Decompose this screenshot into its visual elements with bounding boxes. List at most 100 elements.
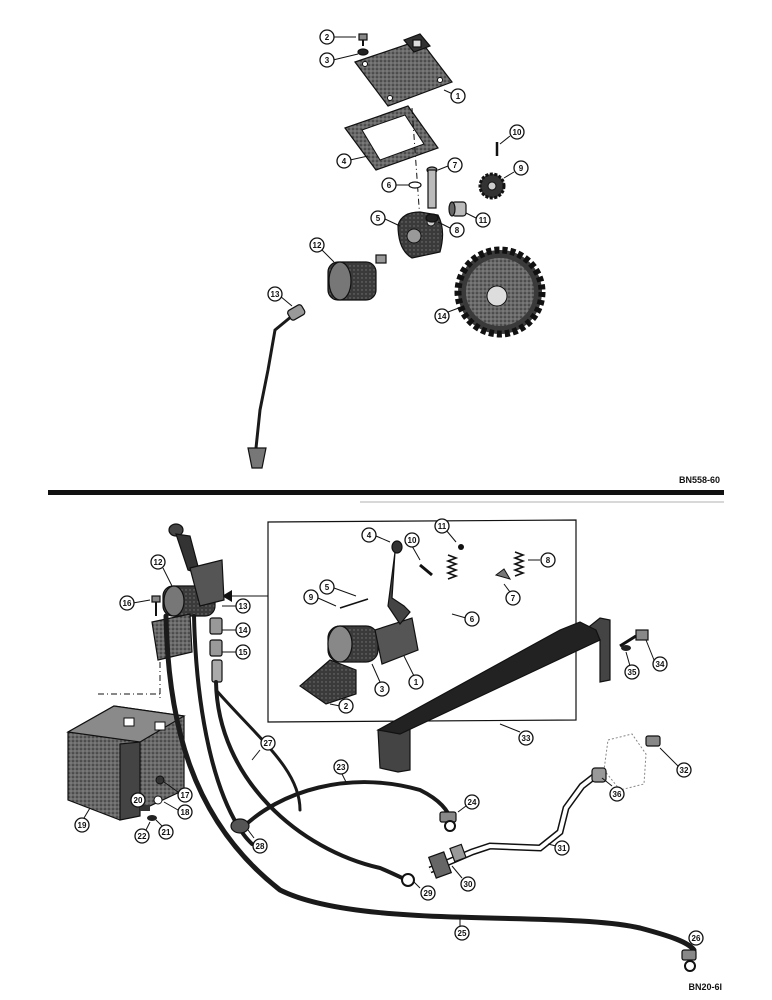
- svg-text:5: 5: [376, 214, 381, 223]
- mounting-bracket-part: [66, 705, 186, 821]
- inset-pin-part: [339, 544, 512, 609]
- inset-lever-part: [387, 540, 411, 626]
- inset-bracket-part: [299, 659, 357, 705]
- callout-u5: 5: [370, 210, 401, 227]
- seal-part: [425, 213, 439, 223]
- callout-l17: 17: [163, 781, 193, 803]
- section-divider: [48, 490, 724, 495]
- callout-u1: 1: [443, 88, 466, 104]
- hose-clamp-part: [230, 818, 250, 834]
- svg-text:35: 35: [628, 668, 637, 677]
- valve-bolt-part: [151, 595, 161, 616]
- svg-text:11: 11: [479, 216, 488, 225]
- svg-text:16: 16: [123, 599, 132, 608]
- callout-l27: 27: [251, 735, 276, 761]
- callout-l21: 21: [155, 819, 174, 840]
- callout-l25: 25: [454, 918, 470, 941]
- svg-text:28: 28: [256, 842, 265, 851]
- callout-l6: 6: [451, 611, 480, 627]
- callout-l1: 1: [403, 655, 424, 690]
- callout-l14: 14: [222, 622, 251, 638]
- callout-l10: 10: [404, 532, 421, 561]
- bushing-part: [448, 201, 467, 217]
- svg-text:9: 9: [519, 164, 524, 173]
- lower-diagram-code: BN20-6I: [688, 982, 722, 992]
- svg-text:20: 20: [134, 796, 143, 805]
- callout-l7: 7: [503, 583, 521, 606]
- svg-text:3: 3: [325, 56, 330, 65]
- callout-u12: 12: [309, 237, 335, 263]
- callout-l35: 35: [624, 651, 640, 680]
- callout-l5: 5: [319, 579, 357, 597]
- callout-u11: 11: [465, 212, 491, 228]
- svg-text:31: 31: [558, 844, 567, 853]
- filter-housing-outline: [591, 733, 661, 791]
- svg-text:23: 23: [337, 763, 346, 772]
- callout-l20: 20: [130, 792, 146, 808]
- callout-l23: 23: [333, 759, 349, 783]
- inset-valve-body-part: [327, 617, 419, 665]
- svg-text:17: 17: [181, 791, 190, 800]
- svg-text:34: 34: [656, 660, 665, 669]
- lower-exploded-diagram: 1 2 3 4 5 6 7 8 9 10 11 12 13 14 15 16 1…: [66, 518, 722, 992]
- callout-l16: 16: [119, 595, 151, 611]
- svg-text:4: 4: [342, 157, 347, 166]
- callout-l36: 36: [601, 777, 625, 802]
- hydraulic-hoses: [163, 613, 697, 953]
- callout-l18: 18: [163, 801, 193, 820]
- callout-u14: 14: [434, 305, 465, 324]
- callout-u4: 4: [336, 153, 369, 169]
- callout-l33: 33: [499, 723, 534, 746]
- oil-tube-part: [247, 304, 306, 469]
- svg-text:1: 1: [456, 92, 461, 101]
- callout-l2: 2: [329, 698, 354, 714]
- callout-l30: 30: [451, 865, 476, 892]
- callout-l13: 13: [222, 598, 251, 614]
- small-gear-part: [478, 172, 506, 200]
- svg-text:18: 18: [181, 808, 190, 817]
- svg-text:2: 2: [344, 702, 349, 711]
- svg-text:24: 24: [468, 798, 477, 807]
- steel-tube-part: [401, 769, 603, 887]
- svg-text:6: 6: [470, 615, 475, 624]
- callout-u7: 7: [437, 157, 463, 173]
- callout-u6: 6: [381, 177, 409, 193]
- callout-u10: 10: [499, 124, 525, 145]
- callout-l19: 19: [74, 807, 91, 833]
- svg-text:29: 29: [424, 889, 433, 898]
- svg-text:7: 7: [511, 594, 516, 603]
- washer-part: [408, 181, 422, 189]
- svg-text:32: 32: [680, 766, 689, 775]
- end-fitting-part: [681, 949, 697, 972]
- svg-text:19: 19: [78, 821, 87, 830]
- svg-text:21: 21: [162, 828, 171, 837]
- svg-text:10: 10: [408, 536, 417, 545]
- callout-l32: 32: [659, 747, 692, 778]
- callout-l4: 4: [361, 527, 391, 543]
- callout-u13: 13: [267, 286, 293, 307]
- svg-text:12: 12: [313, 241, 322, 250]
- callout-l9: 9: [303, 589, 337, 607]
- callout-l29: 29: [413, 881, 436, 901]
- svg-text:6: 6: [387, 181, 392, 190]
- pump-body-part: [397, 211, 444, 259]
- svg-text:25: 25: [458, 929, 467, 938]
- long-bolt-part: [426, 166, 438, 209]
- callout-l26: 26: [688, 930, 704, 946]
- svg-text:8: 8: [546, 556, 551, 565]
- upper-diagram-code: BN558-60: [679, 475, 720, 485]
- svg-text:7: 7: [453, 161, 458, 170]
- svg-text:14: 14: [239, 626, 248, 635]
- svg-text:4: 4: [367, 531, 372, 540]
- svg-text:13: 13: [239, 602, 248, 611]
- callout-l11: 11: [434, 518, 457, 543]
- elbow-fitting-part: [439, 811, 457, 832]
- callout-l28: 28: [247, 829, 268, 854]
- svg-text:26: 26: [692, 934, 701, 943]
- gasket-part: [344, 105, 439, 171]
- callout-l24: 24: [457, 794, 480, 813]
- svg-text:30: 30: [464, 880, 473, 889]
- svg-text:5: 5: [325, 583, 330, 592]
- callout-l3: 3: [371, 663, 390, 697]
